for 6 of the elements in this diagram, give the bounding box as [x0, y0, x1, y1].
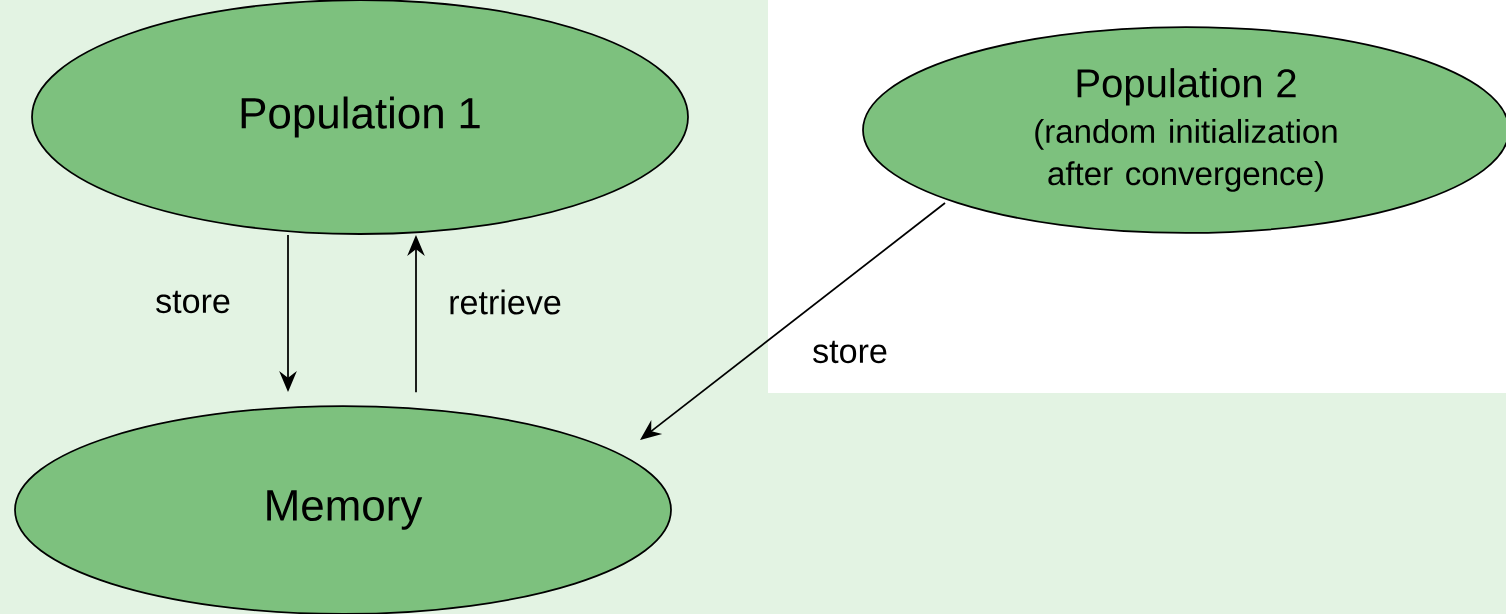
ellipse-node: Population 2 (random initialization after convergence) [862, 26, 1506, 234]
edge-label: store [156, 290, 230, 314]
edge-label: retrieve [450, 289, 561, 315]
ellipse-node: Memory [14, 405, 672, 614]
arrow [640, 202, 946, 440]
edge-label: store [813, 340, 887, 364]
